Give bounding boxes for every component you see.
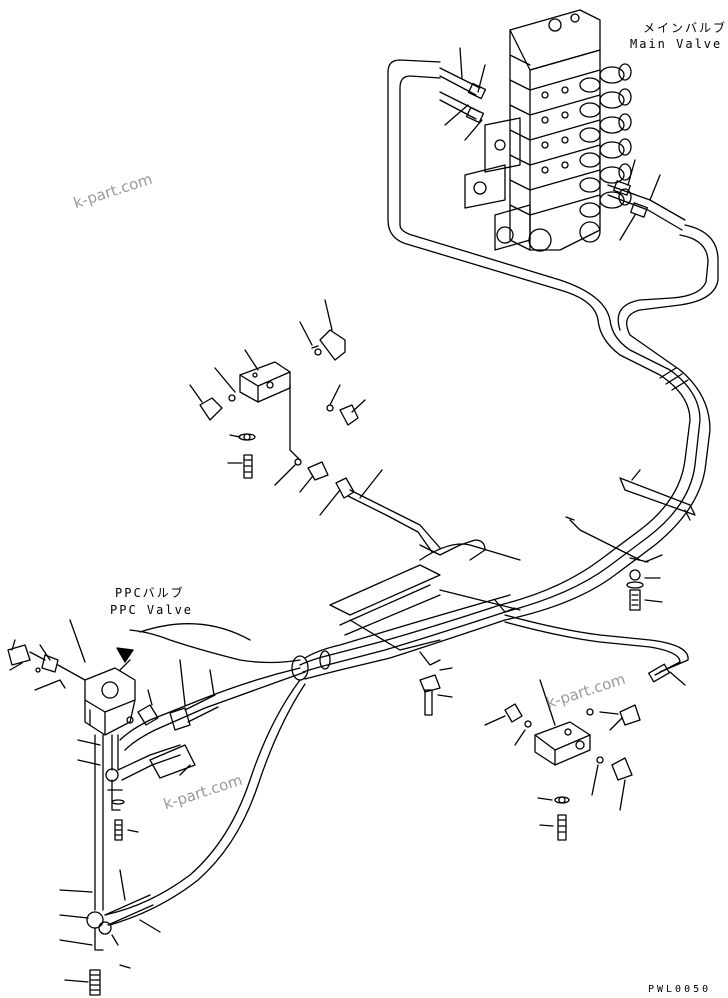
ppc-valve-label-en: PPC Valve bbox=[110, 603, 194, 617]
main-valve-label-jp: メインバルブ bbox=[643, 21, 728, 35]
main-hoses bbox=[388, 60, 718, 620]
upper-manifold-block bbox=[190, 300, 440, 552]
main-valve-label-en: Main Valve bbox=[630, 37, 723, 51]
main-valve bbox=[440, 10, 685, 251]
ppc-valve-label-jp: PPCバルブ bbox=[115, 586, 185, 600]
drawing-code: PWL0050 bbox=[648, 984, 712, 995]
support-bracket bbox=[566, 470, 695, 610]
lower-manifold-block bbox=[420, 668, 640, 840]
right-pilot-hose bbox=[505, 615, 688, 685]
ppc-valve bbox=[8, 620, 218, 995]
hose-bundle bbox=[105, 540, 520, 925]
spool-caps bbox=[580, 64, 631, 217]
ppc-label-leader bbox=[140, 624, 250, 640]
